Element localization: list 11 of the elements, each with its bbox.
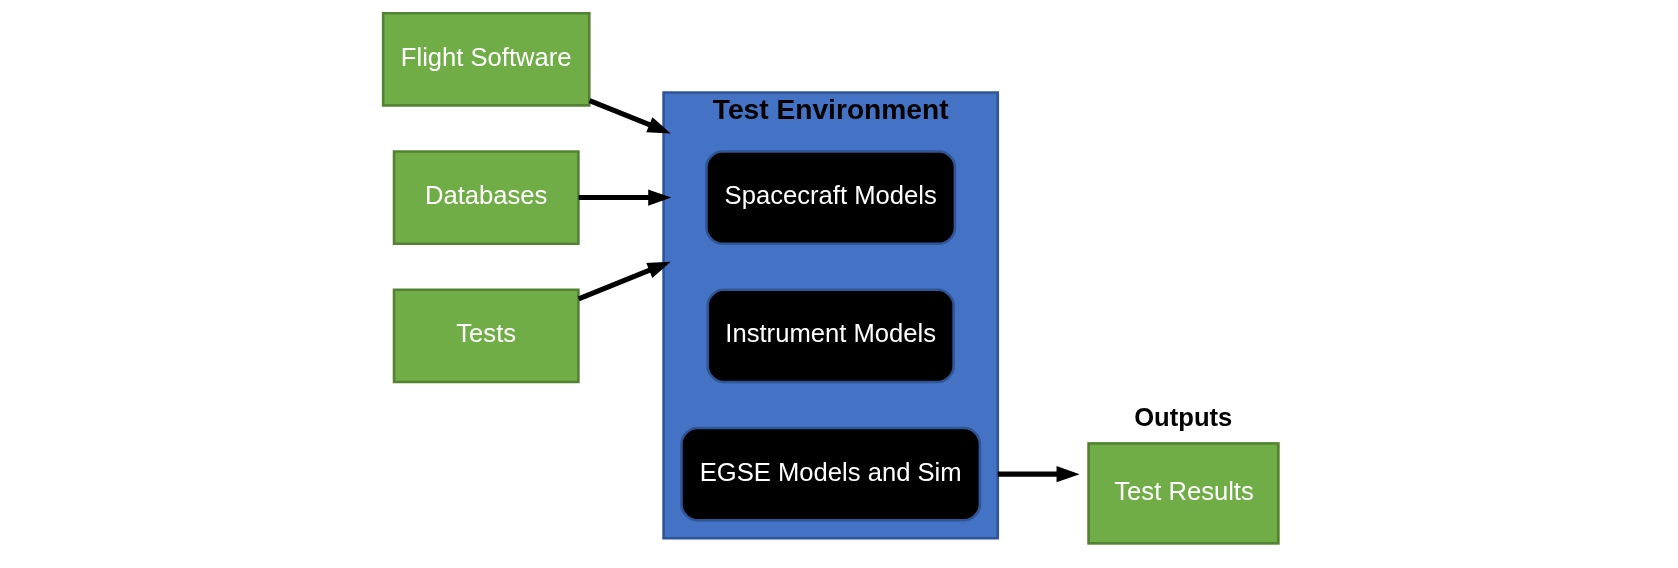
arrow [997, 466, 1080, 483]
node-box: EGSE Models and Sim [680, 426, 982, 522]
arrow [588, 98, 671, 134]
node-box: Instrument Models [706, 288, 955, 384]
arrow [578, 189, 672, 206]
node-box: Spacecraft Models [705, 150, 957, 245]
arrow [577, 261, 671, 302]
node-box: Databases [392, 150, 580, 245]
node-label: Outputs [1134, 402, 1233, 431]
node-box: Tests [392, 288, 580, 384]
node-box: Flight Software [381, 11, 591, 107]
